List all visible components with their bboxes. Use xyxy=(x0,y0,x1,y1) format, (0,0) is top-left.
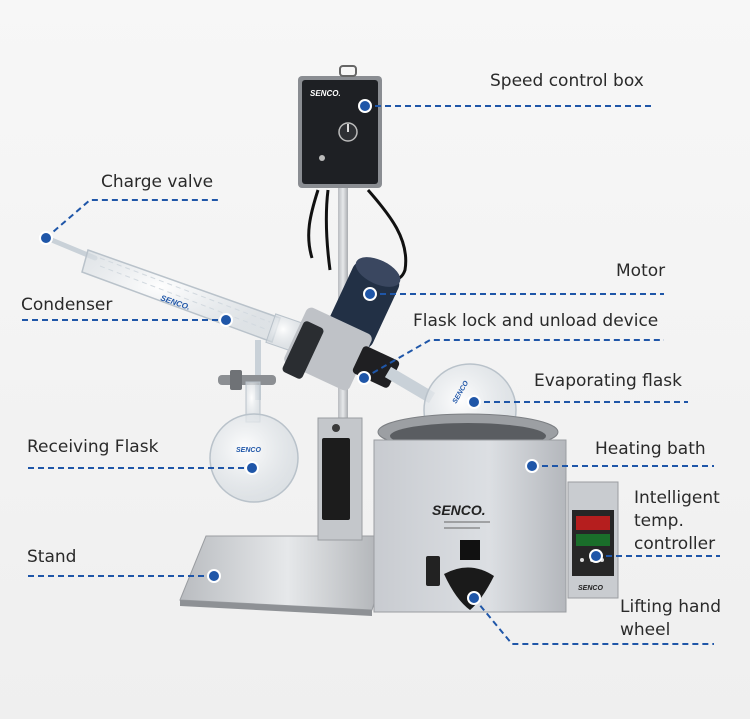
dot-condenser xyxy=(219,313,233,327)
dot-charge xyxy=(39,231,53,245)
speed-control-box: SENCO. xyxy=(298,65,408,281)
temp-controller: SENCO xyxy=(567,481,619,599)
dot-motor xyxy=(363,287,377,301)
dot-stand xyxy=(207,569,221,583)
dot-evap xyxy=(467,395,481,409)
label-motor: Motor xyxy=(616,261,666,281)
label-intelligent-temp-controller: Intelligent temp. controller xyxy=(634,487,720,556)
leader-charge xyxy=(45,199,218,239)
leader-flasklock xyxy=(363,339,664,379)
label-lifting-hand-wheel: Lifting hand wheel xyxy=(620,596,721,642)
dot-intel xyxy=(589,549,603,563)
speed-box-brand: SENCO. xyxy=(310,89,341,98)
bath-brand: SENCO. xyxy=(432,502,486,518)
label-speed-control-box: Speed control box xyxy=(490,71,644,91)
lifting-hand-wheel xyxy=(444,567,494,610)
label-charge-valve: Charge valve xyxy=(101,172,214,192)
label-lifting-line1: Lifting hand xyxy=(620,597,721,617)
label-stand: Stand xyxy=(27,547,77,567)
heating-bath: SENCO. xyxy=(373,413,567,613)
label-receiving-flask: Receiving Flask xyxy=(27,437,159,457)
stand xyxy=(179,180,396,616)
leader-lifting xyxy=(473,597,714,645)
callout-dots xyxy=(39,99,603,605)
label-intelligent-line2: temp. xyxy=(634,511,684,531)
dot-lifting xyxy=(467,591,481,605)
label-heating-bath: Heating bath xyxy=(595,439,706,459)
label-flask-lock: Flask lock and unload device xyxy=(413,311,659,331)
dot-receiving xyxy=(245,461,259,475)
dot-flasklock xyxy=(357,371,371,385)
label-condenser: Condenser xyxy=(21,295,113,315)
motor xyxy=(282,257,401,391)
dot-bath xyxy=(525,459,539,473)
dot-speed xyxy=(358,99,372,113)
lift-panel xyxy=(322,438,350,520)
label-intelligent-line3: controller xyxy=(634,534,716,554)
controller-brand: SENCO xyxy=(578,585,603,592)
label-lifting-line2: wheel xyxy=(620,620,671,640)
leader-lines xyxy=(22,105,720,645)
receiving-clamp xyxy=(218,370,276,390)
label-intelligent-line1: Intelligent xyxy=(634,488,720,508)
receiving-flask-brand: SENCO xyxy=(236,447,261,454)
receiving-flask: SENCO xyxy=(209,381,299,503)
bath-switch xyxy=(426,556,440,586)
label-evaporating-flask: Evaporating flask xyxy=(534,371,683,391)
